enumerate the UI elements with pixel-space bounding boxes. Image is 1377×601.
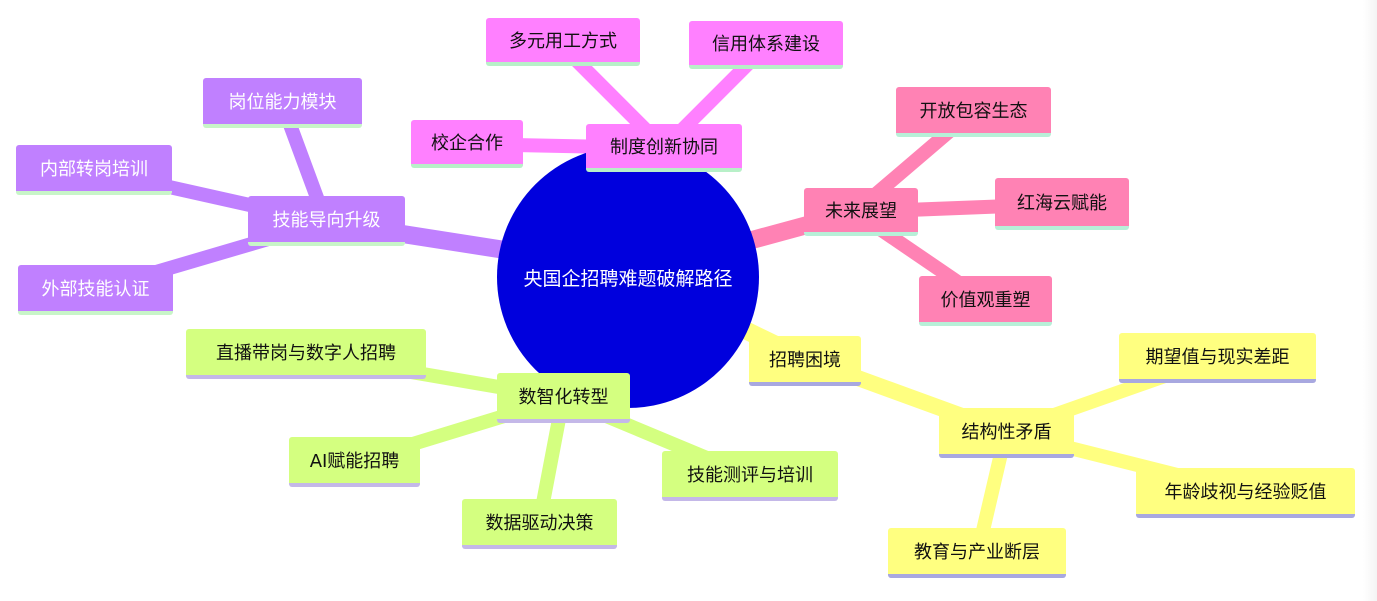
leaf-label: 内部转岗培训 xyxy=(40,159,148,180)
leaf-label: 外部技能认证 xyxy=(41,279,150,300)
leaf-label: 红海云赋能 xyxy=(1017,193,1107,214)
branch-digital-label: 数智化转型 xyxy=(518,387,609,408)
leaf-label: AI赋能招聘 xyxy=(309,451,400,472)
leaf-hongyun-empower[interactable]: 红海云赋能 xyxy=(995,178,1129,230)
leaf-label: 数据驱动决策 xyxy=(485,513,594,534)
branch-future-node[interactable]: 未来展望 xyxy=(804,188,918,236)
leaf-external-cert[interactable]: 外部技能认证 xyxy=(18,265,173,315)
leaf-school-enterprise[interactable]: 校企合作 xyxy=(411,120,523,168)
leaf-live-digital-human[interactable]: 直播带岗与数字人招聘 xyxy=(186,329,426,379)
leaf-data-driven[interactable]: 数据驱动决策 xyxy=(462,499,617,549)
center-node-label: 央国企招聘难题破解路径 xyxy=(523,267,733,290)
leaf-label: 岗位能力模块 xyxy=(228,92,337,113)
branch-skills-label: 技能导向升级 xyxy=(272,210,381,231)
leaf-ai-recruiting[interactable]: AI赋能招聘 xyxy=(289,437,420,487)
branch-system-node[interactable]: 制度创新协同 xyxy=(586,124,742,172)
branch-system-label: 制度创新协同 xyxy=(610,137,718,158)
sub-structural-node[interactable]: 结构性矛盾 xyxy=(939,408,1074,458)
leaf-label: 技能测评与培训 xyxy=(687,465,813,486)
leaf-skill-assessment[interactable]: 技能测评与培训 xyxy=(662,451,838,501)
leaf-label: 教育与产业断层 xyxy=(914,542,1040,563)
leaf-post-ability[interactable]: 岗位能力模块 xyxy=(203,78,362,128)
leaf-label: 直播带岗与数字人招聘 xyxy=(216,343,396,364)
leaf-label: 开放包容生态 xyxy=(919,101,1028,122)
leaf-label: 价值观重塑 xyxy=(940,290,1031,311)
leaf-values-reshape[interactable]: 价值观重塑 xyxy=(919,276,1052,326)
scrollbar-track[interactable] xyxy=(1363,0,1377,601)
branch-digital-node[interactable]: 数智化转型 xyxy=(497,373,630,423)
leaf-label: 校企合作 xyxy=(431,133,503,154)
leaf-credit-system[interactable]: 信用体系建设 xyxy=(689,21,843,69)
leaf-flexible-employment[interactable]: 多元用工方式 xyxy=(486,18,640,66)
branch-dilemma-node[interactable]: 招聘困境 xyxy=(749,336,861,386)
leaf-label: 期望值与现实差距 xyxy=(1145,347,1290,368)
leaf-internal-transfer[interactable]: 内部转岗培训 xyxy=(16,145,172,195)
leaf-expectation-gap[interactable]: 期望值与现实差距 xyxy=(1119,333,1316,383)
leaf-label: 多元用工方式 xyxy=(509,31,617,52)
leaf-education-gap[interactable]: 教育与产业断层 xyxy=(888,528,1066,578)
branch-dilemma-label: 招聘困境 xyxy=(769,350,841,371)
leaf-label: 信用体系建设 xyxy=(712,34,820,55)
leaf-label: 年龄歧视与经验贬值 xyxy=(1164,482,1327,503)
branch-skills-node[interactable]: 技能导向升级 xyxy=(248,196,405,246)
center-node[interactable]: 央国企招聘难题破解路径 xyxy=(497,146,759,408)
sub-structural-label: 结构性矛盾 xyxy=(961,422,1052,443)
leaf-open-ecosystem[interactable]: 开放包容生态 xyxy=(896,87,1051,137)
leaf-age-discrimination[interactable]: 年龄歧视与经验贬值 xyxy=(1136,468,1355,518)
branch-future-label: 未来展望 xyxy=(825,201,897,222)
